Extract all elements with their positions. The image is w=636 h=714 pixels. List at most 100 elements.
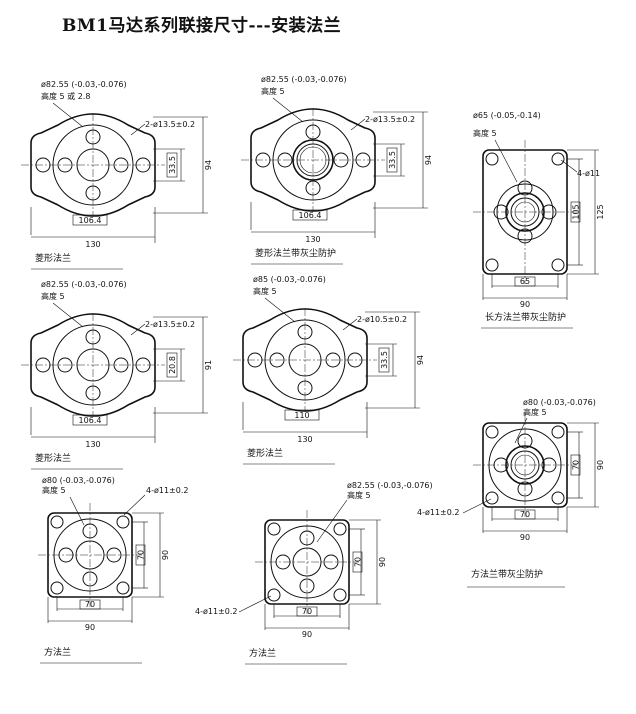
dim-right-outer: 90 (161, 550, 170, 560)
diagram-caption: 菱形法兰 (35, 452, 71, 464)
mount-hole (485, 491, 499, 505)
dim-bottom-outer: 90 (520, 533, 530, 542)
bolt-hole (299, 578, 315, 594)
dim-width-outer: 130 (305, 235, 320, 244)
flange-d8: 70 90 70 90 ø82.55 (-0.03,-0.076)高度 5 4-ø11±0… (195, 481, 433, 665)
flange-outline (242, 308, 368, 412)
bolt-hole (57, 157, 73, 173)
mount-hole (333, 588, 347, 602)
diagram-caption: 方法兰 (249, 647, 276, 659)
mount-hole (485, 152, 499, 166)
holes-note: 4-ø11±0.2 (417, 508, 459, 517)
pilot-note: ø82.55 (-0.03,-0.076) (347, 481, 433, 490)
dim-bottom-outer: 90 (520, 300, 530, 309)
mount-hole (551, 491, 565, 505)
holes-note: 4-ø11±0.2 (195, 607, 237, 616)
holes-note: 4-ø11 (577, 169, 600, 178)
mount-hole (50, 515, 64, 529)
dim-width-inner: 110 (294, 411, 309, 420)
holes-note: 2-ø13.5±0.2 (145, 320, 195, 329)
mount-hole (551, 425, 565, 439)
dim-right-outer: 90 (596, 460, 605, 470)
height-note: 高度 5 或 2.8 (41, 91, 90, 101)
mount-hole (333, 522, 347, 536)
bolt-hole (82, 571, 98, 587)
dim-bottom-inner: 70 (520, 510, 530, 519)
diagram-caption: 菱形法兰 (247, 447, 283, 459)
mount-hole (485, 425, 499, 439)
bolt-hole (325, 352, 341, 368)
dim-width-inner: 106.4 (299, 211, 322, 220)
flange-outline (250, 108, 376, 212)
mount-hole (116, 581, 130, 595)
dim-bottom-inner: 70 (302, 607, 312, 616)
holes-note: 2-ø10.5±0.2 (357, 315, 407, 324)
bolt-hole (269, 352, 285, 368)
diagram-caption: 长方法兰带灰尘防护 (485, 311, 566, 323)
holes-note: 2-ø13.5±0.2 (145, 120, 195, 129)
dim-width-outer: 130 (85, 240, 100, 249)
bolt-hole (517, 180, 533, 196)
bolt-hole (541, 204, 557, 220)
mount-hole (50, 581, 64, 595)
dim-height-inner: 33.5 (380, 351, 389, 369)
mount-hole (267, 522, 281, 536)
dim-height-inner: 33.5 (168, 156, 177, 174)
pilot-note: ø80 (-0.03,-0.076) (523, 398, 596, 407)
bolt-hole (113, 157, 129, 173)
height-note: 高度 5 (347, 490, 371, 500)
mount-hole (551, 258, 565, 272)
flange-outline (30, 113, 156, 217)
bolt-hole (57, 357, 73, 373)
mount-hole (116, 515, 130, 529)
dim-width-outer: 130 (85, 440, 100, 449)
height-note: 高度 5 (253, 286, 277, 296)
diagram-caption: 方法兰 (44, 646, 71, 658)
bolt-hole (113, 357, 129, 373)
bolt-hole (277, 152, 293, 168)
height-note: 高度 5 (523, 407, 547, 417)
dim-right-inner: 70 (137, 550, 146, 560)
mount-hole (267, 588, 281, 602)
dim-height-outer: 94 (424, 155, 433, 165)
flange-d1: 106.4 130 33.5 94 ø82.55 (-0.03,-0.076) 高度 5 … (21, 80, 213, 270)
dim-height-inner: 20.8 (168, 356, 177, 374)
height-note: 高度 5 (41, 291, 65, 301)
flange-d3: 65 90 105 125 ø65 (-0.05,-0.14) 高度 5 4-ø11 长方法兰… (473, 111, 605, 329)
dim-width-inner: 106.4 (79, 216, 102, 225)
dim-width-outer: 130 (297, 435, 312, 444)
dim-height-outer: 91 (204, 360, 213, 370)
bolt-hole (333, 152, 349, 168)
holes-note: 2-ø13.5±0.2 (365, 115, 415, 124)
bolt-hole (106, 547, 122, 563)
flange-outline (30, 313, 156, 417)
dim-height-outer: 94 (204, 160, 213, 170)
dim-right-inner: 70 (572, 460, 581, 470)
flange-d6: 70 90 70 90 ø80 (-0.03,-0.076)高度 5 4-ø11±0.2 方… (417, 398, 605, 588)
pilot-note: ø65 (-0.05,-0.14) (473, 111, 541, 120)
bolt-hole (541, 457, 557, 473)
bolt-hole (517, 481, 533, 497)
mount-hole (485, 258, 499, 272)
dim-right-outer: 90 (378, 557, 387, 567)
dim-right-inner: 70 (354, 557, 363, 567)
holes-note: 4-ø11±0.2 (146, 486, 188, 495)
pilot-note: ø85 (-0.03,-0.076) (253, 275, 326, 284)
diagram-caption: 方法兰带灰尘防护 (471, 568, 543, 580)
pilot-note: ø82.55 (-0.03,-0.076) (41, 80, 127, 89)
dim-width-inner: 106.4 (79, 416, 102, 425)
dim-bottom-outer: 90 (302, 630, 312, 639)
dim-right-outer: 125 (596, 204, 605, 219)
page-title: BM1马达系列联接尺寸---安装法兰 (62, 16, 342, 36)
dim-right-inner: 105 (572, 204, 581, 219)
dim-bottom-inner: 65 (520, 277, 530, 286)
bolt-hole (323, 554, 339, 570)
diagram-caption: 菱形法兰带灰尘防护 (255, 247, 336, 259)
height-note: 高度 5 (42, 485, 66, 495)
height-note: 高度 5 (473, 128, 497, 138)
